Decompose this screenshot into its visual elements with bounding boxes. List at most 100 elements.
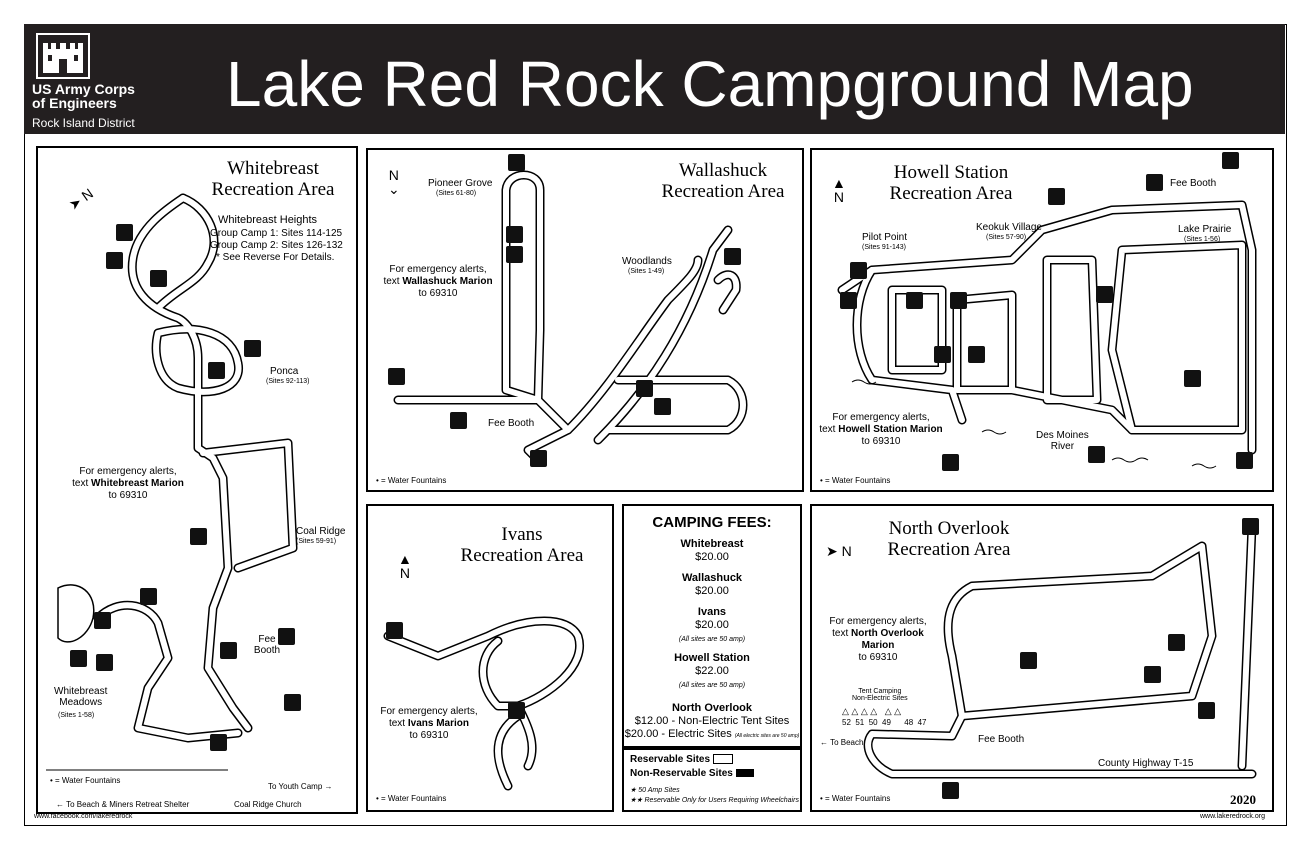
fee-howell: Howell Station $22.00 (All sites are 50 …: [624, 652, 800, 692]
howell-title: Howell Station Recreation Area: [876, 162, 1026, 204]
howell-title-line2: Recreation Area: [889, 183, 1013, 204]
alert-keyword: Howell Station Marion: [838, 424, 943, 435]
bike-trail-icon: [1242, 518, 1259, 535]
howell-road-map: [837, 200, 1257, 469]
alert-line1: For emergency alerts,: [389, 264, 487, 275]
howell-north-arrow: ▲ N: [832, 175, 846, 205]
non-reservable-legend: Non-Reservable Sites: [630, 768, 754, 779]
north-letter: N: [388, 167, 399, 183]
fee-price: $20.00: [695, 619, 729, 631]
fee-name: Ivans: [697, 606, 727, 618]
camping-icon: [1144, 666, 1161, 683]
playground-icon: [506, 226, 523, 243]
alert-number: to 69310: [861, 436, 901, 447]
coal-ridge-church-label: Coal Ridge Church: [234, 800, 302, 809]
alert-number: to 69310: [418, 288, 458, 299]
fee-note: (All sites are 50 amp): [678, 682, 746, 689]
playground-icon: [950, 292, 967, 309]
shelter-icon: [506, 246, 523, 263]
fee-tent-price: $12.00 - Non-Electric Tent Sites: [634, 715, 790, 727]
restroom-icon: [96, 654, 113, 671]
boat-ramp-icon: [1096, 286, 1113, 303]
coal-ridge-label: Coal Ridge: [296, 526, 346, 537]
wallashuck-fountain-legend: • = Water Fountains: [376, 476, 447, 485]
wallashuck-emergency-alert: For emergency alerts, text Wallashuck Ma…: [378, 264, 498, 300]
bike-trail-icon: [386, 622, 403, 639]
howell-fountain-legend: • = Water Fountains: [820, 476, 891, 485]
north-overlook-fee-booth-label: Fee Booth: [978, 734, 1025, 745]
north-overlook-title: North Overlook Recreation Area: [874, 518, 1024, 560]
alert-prefix: text: [832, 628, 852, 639]
playground-icon: [220, 642, 237, 659]
fee-name: Whitebreast: [680, 538, 744, 550]
bike-trail-icon: [1222, 152, 1239, 169]
hiking-icon: [508, 154, 525, 171]
fee-price: $22.00: [695, 665, 729, 677]
facebook-link[interactable]: www.facebook.com/lakeredrock: [34, 813, 133, 820]
non-reservable-swatch: [735, 769, 754, 778]
shelter-icon: [906, 292, 923, 309]
page-title: Lake Red Rock Campground Map: [226, 48, 1194, 120]
reverse-note: * See Reverse For Details.: [216, 252, 335, 263]
header-bar: [24, 24, 1285, 134]
bike-trail-icon: [388, 368, 405, 385]
camping-fees-panel: CAMPING FEES: Whitebreast $20.00 Wallash…: [622, 504, 802, 748]
whitebreast-title-line1: Whitebreast: [227, 158, 319, 179]
fee-whitebreast: Whitebreast $20.00: [624, 538, 800, 564]
ivans-fountain-legend: • = Water Fountains: [376, 794, 447, 803]
pilot-point-sites: (Sites 91-143): [862, 244, 906, 251]
ivans-emergency-alert: For emergency alerts, text Ivans Marion …: [374, 706, 484, 742]
shelter-icon: [150, 270, 167, 287]
ivans-title-line1: Ivans: [501, 524, 543, 545]
fee-electric-price: $20.00 - Electric Sites: [624, 728, 732, 740]
fee-price: $20.00: [695, 551, 729, 563]
boat-ramp-icon: [244, 340, 261, 357]
shelter-icon: [116, 224, 133, 241]
playground-icon: [1184, 370, 1201, 387]
boat-ramp-icon: [724, 248, 741, 265]
keokuk-village-label: Keokuk Village: [976, 222, 1042, 233]
swim-icon: [94, 612, 111, 629]
pioneer-grove-sites: (Sites 61-80): [436, 190, 477, 197]
ivans-title-line2: Recreation Area: [460, 545, 584, 566]
whitebreast-fountain-legend: • = Water Fountains: [50, 776, 121, 785]
ponca-sites: (Sites 92-113): [266, 378, 310, 385]
fee-wallashuck: Wallashuck $20.00: [624, 572, 800, 598]
coal-ridge-sites: (Sites 59-91): [296, 538, 337, 545]
howell-station-panel: ▲ N Howell Station Recreation Area Fee B…: [810, 148, 1274, 492]
fee-ivans: Ivans $20.00 (All sites are 50 amp): [624, 606, 800, 646]
whitebreast-title-line2: Recreation Area: [211, 179, 335, 200]
alert-keyword: Whitebreast Marion: [91, 478, 184, 489]
county-highway-label: County Highway T-15: [1098, 758, 1194, 769]
pilot-point-label: Pilot Point: [862, 232, 908, 243]
howell-title-line1: Howell Station: [893, 162, 1009, 183]
keokuk-village-sites: (Sites 57-90): [986, 234, 1027, 241]
bike-trail-icon: [1236, 452, 1253, 469]
youth-camp-label: To Youth Camp →: [268, 782, 333, 791]
reservable-label: Reservable Sites: [630, 754, 711, 765]
ivans-panel: Ivans Recreation Area ▲ N For emergency …: [366, 504, 614, 812]
camping-icon: [1146, 174, 1163, 191]
fee-name: Howell Station: [674, 652, 750, 664]
hiking-icon: [1048, 188, 1065, 205]
howell-fee-booth-label: Fee Booth: [1170, 178, 1217, 189]
north-letter: N: [841, 543, 852, 559]
tent-camping-label: Tent Camping Non-Electric Sites: [852, 688, 908, 702]
howell-emergency-alert: For emergency alerts, text Howell Statio…: [816, 412, 946, 448]
wallashuck-north-arrow: N ⌄: [388, 167, 400, 197]
alert-prefix: text: [819, 424, 839, 435]
alert-keyword: Ivans Marion: [407, 718, 470, 729]
fee-name: North Overlook: [671, 702, 753, 714]
alert-prefix: text: [72, 478, 92, 489]
org-name: US Army Corps of Engineers: [32, 82, 172, 110]
whitebreast-emergency-alert: For emergency alerts, text Whitebreast M…: [58, 466, 198, 502]
pioneer-grove-label: Pioneer Grove: [428, 178, 493, 189]
whitebreast-road-map: [46, 193, 298, 771]
meadows-sites: (Sites 1-58): [58, 712, 95, 719]
website-link[interactable]: www.lakeredrock.org: [1200, 813, 1265, 820]
alert-number: to 69310: [108, 490, 148, 501]
playground-icon: [508, 702, 525, 719]
reservable-swatch: [712, 754, 733, 765]
camping-icon: [450, 412, 467, 429]
playground-icon: [1168, 634, 1185, 651]
